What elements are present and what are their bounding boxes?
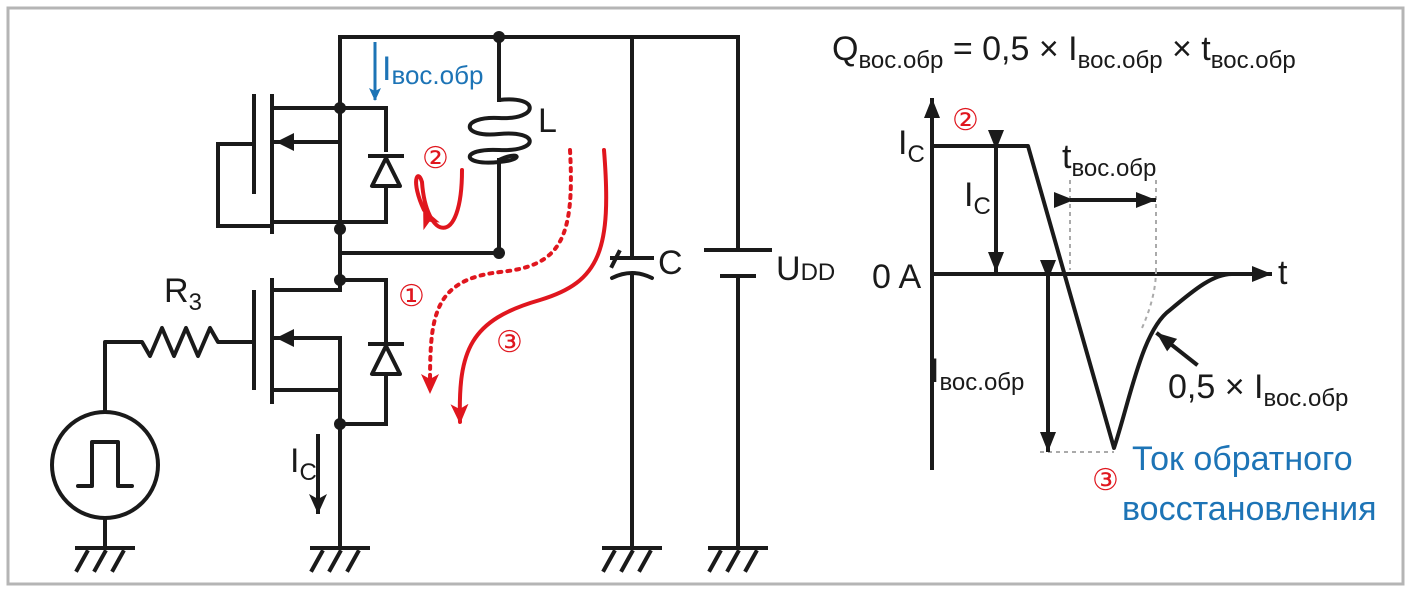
trr-label: tвос.обр [1062, 138, 1156, 182]
marker-1: ① [398, 280, 425, 313]
marker-3-plot: ③ [1092, 464, 1119, 497]
marker-2-circuit: ② [422, 142, 449, 175]
irr-label: Iвос.обр [930, 352, 1024, 396]
capacitor [609, 35, 654, 550]
half-irr-label: 0,5 × Iвос.обр [1168, 368, 1348, 412]
upper-drain-wire [270, 106, 388, 152]
dotted-arrow [421, 148, 573, 394]
ic-span-label: IC [964, 176, 991, 220]
waveform-plot [924, 98, 1272, 470]
resistor-r3 [103, 326, 256, 414]
ic-axis-label: IC [898, 124, 925, 168]
ic-label: IC [290, 442, 317, 486]
upper-diode [368, 154, 404, 188]
marker-3-circuit: ③ [496, 326, 523, 359]
supply-label: UDD [776, 250, 835, 288]
zero-label: 0 A [872, 258, 921, 296]
recovery-curve [930, 144, 1234, 450]
frame-border [6, 6, 1405, 586]
caption-line-1: Ток обратного [1132, 440, 1353, 478]
solid-current-arrow [450, 148, 609, 424]
circuit [50, 31, 772, 573]
formula: Qвос.обр = 0,5 × Iвос.обр × tвос.обр [832, 30, 1296, 74]
resistor-label: R3 [164, 272, 202, 316]
caption-line-2: восстановления [1122, 490, 1377, 528]
inductor-label: L [538, 102, 557, 140]
upper-source-wire [270, 184, 388, 224]
marker-2-plot: ② [952, 104, 979, 137]
inductor [467, 35, 532, 255]
dc-supply [704, 35, 772, 550]
lower-diode [368, 342, 404, 376]
upper-mosfet [216, 94, 342, 234]
lower-mosfet [252, 278, 342, 404]
recovery-loop-arrow [414, 168, 464, 231]
t-axis-label: t [1278, 254, 1288, 292]
ground-symbols [74, 546, 768, 573]
capacitor-label: C [658, 244, 683, 282]
pulse-source [50, 410, 160, 550]
recovery-current-label: Iвос.обр [382, 50, 483, 90]
